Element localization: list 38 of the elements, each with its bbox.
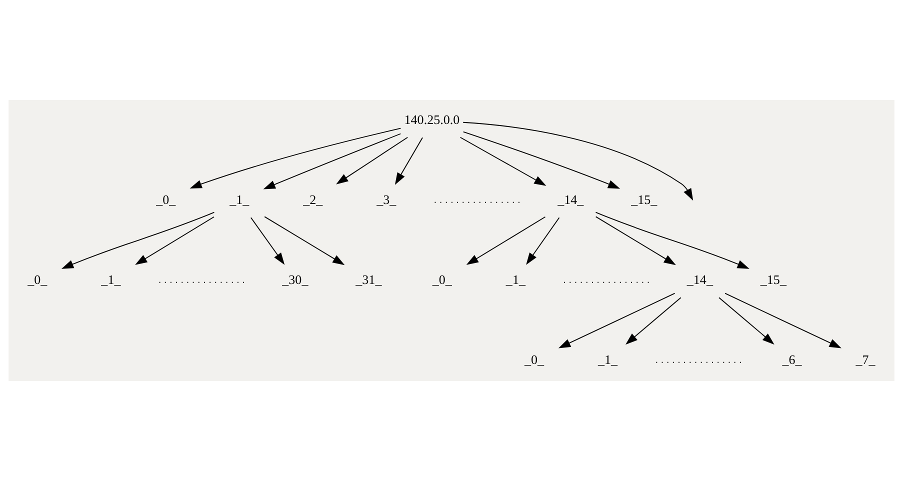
arrow — [595, 212, 750, 269]
arrow — [460, 136, 546, 186]
node-text: _31_ — [356, 272, 382, 287]
node-text: _1_ — [101, 272, 121, 287]
arrow — [263, 133, 402, 190]
arrow — [264, 216, 345, 266]
arrow — [595, 216, 676, 266]
arrow — [336, 136, 408, 184]
node-text: _14_ — [558, 192, 584, 207]
arrow — [558, 292, 676, 348]
node-text: _3_ — [376, 192, 396, 207]
arrow — [462, 122, 694, 201]
node-text: _1_ — [598, 352, 618, 367]
arrow — [724, 292, 842, 348]
node-text: 140.25.0.0 — [404, 112, 460, 127]
node-text: _15_ — [631, 192, 658, 207]
node-text: _30_ — [282, 272, 308, 287]
node-text: _15_ — [760, 272, 786, 287]
node-text: _7_ — [856, 352, 876, 367]
arrow — [462, 131, 620, 189]
arrow — [135, 216, 214, 265]
node-text: _2_ — [303, 192, 323, 207]
node-text: _0_ — [524, 352, 544, 367]
arrow — [718, 297, 774, 345]
arrow — [626, 297, 682, 345]
arrow — [526, 217, 560, 265]
arrow — [394, 137, 423, 185]
arrow — [61, 212, 215, 269]
node-text: _14_ — [686, 272, 713, 287]
node-text: _6_ — [782, 352, 802, 367]
node-text: _1_ — [506, 272, 526, 287]
arrow — [250, 217, 285, 265]
node-text: _0_ — [432, 272, 452, 287]
arrow — [466, 216, 546, 265]
node-text: _0_ — [28, 272, 48, 287]
arrow — [190, 128, 402, 189]
node-text: _0_ — [156, 192, 176, 207]
node-text: _1_ — [230, 192, 250, 207]
